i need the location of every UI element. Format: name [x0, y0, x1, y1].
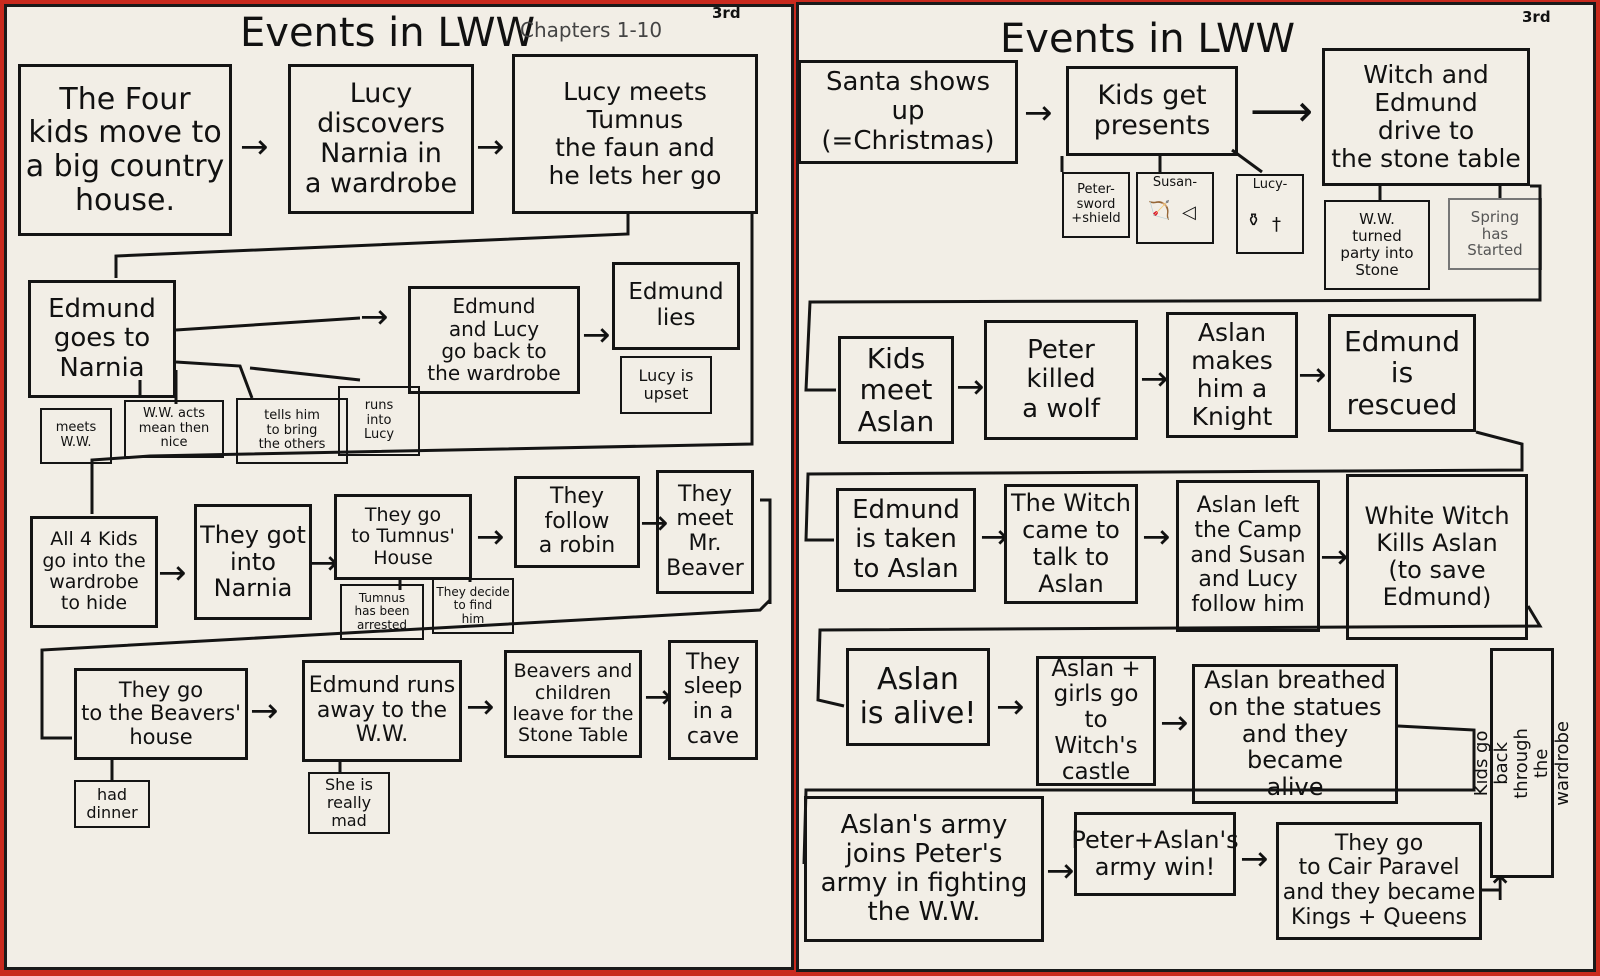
- arrow-right: →: [956, 367, 985, 407]
- arrow-right: →: [640, 503, 669, 543]
- arrow-right: →: [582, 315, 611, 355]
- event-box: Edmund runs away to the W.W.: [302, 660, 462, 762]
- event-box: White Witch Kills Aslan (to save Edmund): [1346, 474, 1528, 640]
- left-title: Events in LWW: [240, 10, 536, 56]
- branch-line: [398, 580, 472, 590]
- dagger-icon: †: [1272, 214, 1281, 235]
- row-end-line: [760, 498, 772, 604]
- detail-box: W.W. acts mean then nice: [124, 400, 224, 458]
- event-box: They go to Tumnus' House: [334, 494, 472, 580]
- arrow-right: →: [476, 517, 505, 557]
- event-box: Aslan is alive!: [846, 648, 990, 746]
- detail-box: Susan-: [1136, 172, 1214, 244]
- detail-box: tells him to bring the others: [236, 398, 348, 464]
- event-box: Witch and Edmund drive to the stone tabl…: [1322, 48, 1530, 186]
- left-poster: [4, 4, 794, 970]
- event-box: Edmund is rescued: [1328, 314, 1476, 432]
- arrow-right: →: [476, 127, 505, 167]
- left-grade: 3rd: [712, 4, 741, 22]
- arrow-right: →: [240, 127, 269, 167]
- event-box: Kids get presents: [1066, 66, 1238, 156]
- arrow-right: →: [980, 517, 1009, 557]
- event-box: Lucy meets Tumnus the faun and he lets h…: [512, 54, 758, 214]
- event-box: Aslan makes him a Knight: [1166, 312, 1298, 438]
- arrow-right: →: [1046, 851, 1075, 891]
- detail-box: Lucy-: [1236, 174, 1304, 254]
- detail-box: runs into Lucy: [338, 386, 420, 456]
- arrow-right: →: [1024, 93, 1053, 133]
- arrow-right: →: [1160, 703, 1189, 743]
- event-box: They go to the Beavers' house: [74, 668, 248, 760]
- branch-line: [138, 360, 254, 404]
- horn-icon: ◁: [1182, 202, 1196, 223]
- event-box: Aslan breathed on the statues and they b…: [1192, 664, 1398, 804]
- event-box: They meet Mr. Beaver: [656, 470, 754, 594]
- detail-box: She is really mad: [308, 772, 390, 834]
- arrow-right: →: [310, 543, 339, 583]
- event-box: They sleep in a cave: [668, 640, 758, 760]
- left-chapters: Chapters 1-10: [520, 18, 663, 42]
- detail-box: W.W. turned party into Stone: [1324, 200, 1430, 290]
- bow-icon: 🏹: [1148, 200, 1171, 221]
- row-connector-2: [804, 430, 1524, 542]
- arrow-right: →: [644, 677, 673, 717]
- row-connector-4: [802, 724, 1476, 865]
- row-connector-1: [804, 184, 1542, 392]
- arrow-right: ⟶: [1250, 86, 1314, 137]
- row-connector-3: [40, 598, 772, 740]
- event-box: They got into Narnia: [194, 504, 312, 620]
- event-box: Peter killed a wolf: [984, 320, 1138, 440]
- event-box: Edmund goes to Narnia: [28, 280, 176, 398]
- arrow-right: →: [1140, 359, 1169, 399]
- event-box: Aslan's army joins Peter's army in fight…: [804, 796, 1044, 942]
- event-box: Beavers and children leave for the Stone…: [504, 650, 642, 758]
- row-connector-2: [90, 214, 754, 514]
- event-box: Aslan left the Camp and Susan and Lucy f…: [1176, 480, 1320, 632]
- right-grade: 3rd: [1522, 8, 1551, 26]
- row-connector-1: [114, 214, 630, 278]
- event-box: Lucy discovers Narnia in a wardrobe: [288, 64, 474, 214]
- arrow-right: →: [158, 553, 187, 593]
- connector-line: [175, 316, 361, 332]
- event-box-vertical: Kids go back through the wardrobe: [1471, 648, 1572, 878]
- branch-line: [110, 760, 342, 780]
- arrow-right: →: [360, 297, 389, 337]
- detail-box: Lucy is upset: [620, 356, 712, 414]
- branch-line: [1060, 148, 1263, 174]
- event-box: The Four kids move to a big country hous…: [18, 64, 232, 236]
- event-box: They follow a robin: [514, 476, 640, 568]
- bottle-icon: ⚱: [1246, 210, 1262, 231]
- event-box: Edmund lies: [612, 262, 740, 350]
- event-box: Kids meet Aslan: [838, 336, 954, 444]
- row-connector-3: [816, 605, 1543, 708]
- arrow-right: →: [250, 691, 279, 731]
- event-box: Santa shows up (=Christmas): [798, 60, 1018, 164]
- arrow-right: →: [1142, 517, 1171, 557]
- detail-box: Tumnus has been arrested: [340, 584, 424, 640]
- arrow-right: →: [996, 687, 1025, 727]
- right-title: Events in LWW: [1000, 16, 1296, 62]
- arrow-right: →: [1298, 355, 1327, 395]
- event-box: Aslan + girls go to Witch's castle: [1036, 656, 1156, 786]
- detail-box: They decide to find him: [432, 578, 514, 634]
- arrow-right: →: [1240, 839, 1269, 879]
- event-box: All 4 Kids go into the wardrobe to hide: [30, 516, 158, 628]
- detail-box: meets W.W.: [40, 408, 112, 464]
- event-box: They go to Cair Paravel and they became …: [1276, 822, 1482, 940]
- detail-box: had dinner: [74, 780, 150, 828]
- event-box: The Witch came to talk to Aslan: [1004, 484, 1138, 604]
- branch-line: [1378, 186, 1502, 200]
- branch-line: [249, 366, 361, 382]
- event-box: Edmund is taken to Aslan: [836, 488, 976, 592]
- arrow-right: →: [1320, 537, 1349, 577]
- event-box: Edmund and Lucy go back to the wardrobe: [408, 286, 580, 394]
- detail-box: Peter- sword +shield: [1062, 172, 1130, 238]
- arrow-right: →: [466, 687, 495, 727]
- event-box: Peter+Aslan's army win!: [1071, 812, 1239, 896]
